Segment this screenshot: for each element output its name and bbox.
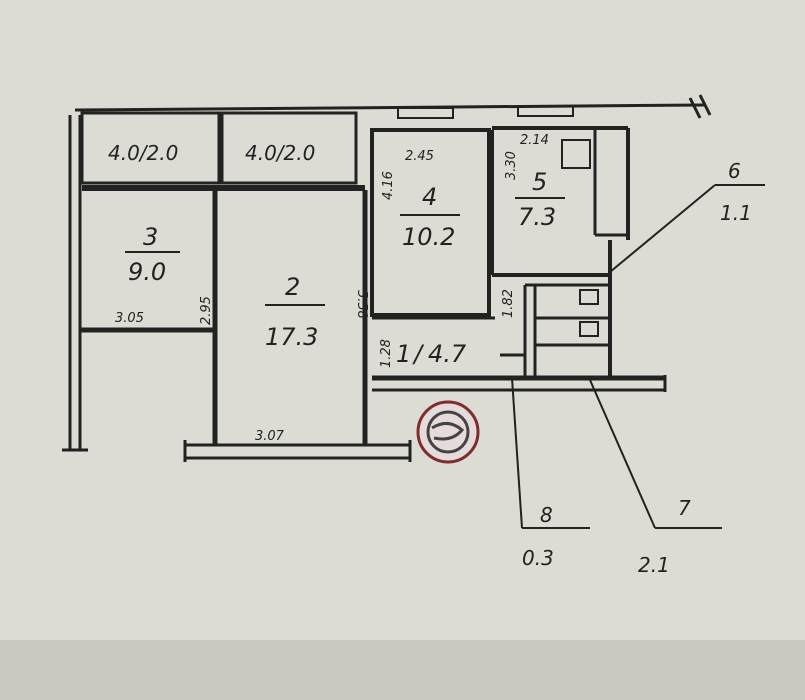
room-4-number: 4 <box>422 183 437 211</box>
callout-8-area: 0.3 <box>522 546 554 570</box>
room-4-depth: 4.16 <box>381 171 396 200</box>
walls <box>62 94 765 529</box>
room-5-width: 2.14 <box>520 133 549 148</box>
room-1-number: 1 <box>396 340 411 368</box>
room-3-depth: 2.95 <box>199 296 214 325</box>
room-1-width: 1.28 <box>379 339 394 368</box>
room-5-number: 5 <box>532 168 547 196</box>
room-1-depth: 1.82 <box>501 289 516 318</box>
callout-6-number: 6 <box>728 159 741 183</box>
callout-7-number: 7 <box>678 496 691 520</box>
room-4-area: 10.2 <box>402 223 455 251</box>
room-3-number: 3 <box>143 223 158 251</box>
room-3-width: 3.05 <box>115 311 144 326</box>
callout-6-area: 1.1 <box>720 201 752 225</box>
room-2-area: 17.3 <box>265 323 318 351</box>
room-5-depth: 3.30 <box>504 151 519 180</box>
callout-8-number: 8 <box>540 503 553 527</box>
paper-bottom-strip <box>0 640 805 700</box>
balcony-2-label: 4.0/2.0 <box>245 141 315 165</box>
room-4-width: 2.45 <box>405 149 434 164</box>
room-1-separator: / <box>412 340 425 368</box>
round-stamp-icon <box>416 400 480 464</box>
room-2-depth: 5.58 <box>354 290 369 319</box>
room-2-width: 3.07 <box>255 429 285 444</box>
room-1-area: 4.7 <box>428 340 467 368</box>
room-2-number: 2 <box>285 273 300 301</box>
room-3-area: 9.0 <box>128 258 166 286</box>
room-5-area: 7.3 <box>518 203 556 231</box>
callout-7-area: 2.1 <box>638 553 670 577</box>
balcony-1-label: 4.0/2.0 <box>108 141 178 165</box>
